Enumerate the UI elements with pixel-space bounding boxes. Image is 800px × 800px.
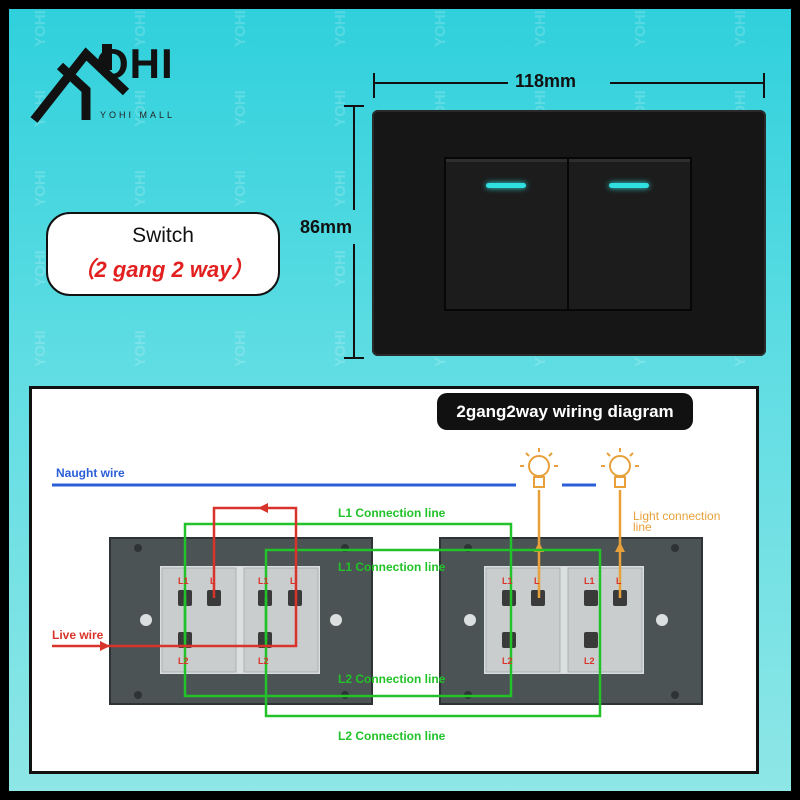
brand-name: OHI	[96, 40, 174, 87]
terminal-labels: L1 L L1 L L2 L2 L1 L L1 L L2 L2	[178, 576, 622, 666]
term-l1-c: L1	[502, 576, 513, 586]
live-wire-label: Live wire	[52, 628, 104, 642]
term-l2-b: L2	[258, 656, 269, 666]
height-dimension: 86mm	[300, 217, 353, 237]
term-l-a: L	[210, 576, 216, 586]
product-title: Switch	[132, 224, 194, 247]
connection-wires	[183, 522, 602, 718]
dimension-lines	[344, 73, 765, 359]
house-logo-icon	[30, 44, 130, 123]
term-l2-c: L2	[502, 656, 513, 666]
right-back-plate	[439, 537, 703, 705]
light-bulb-icon-2	[601, 448, 639, 488]
term-l2-d: L2	[584, 656, 595, 666]
term-l1-a: L1	[178, 576, 189, 586]
led-indicator-right	[609, 183, 649, 188]
switch-key-right	[567, 157, 692, 311]
l1-connection-label-mid: L1 Connection line	[338, 560, 446, 574]
l2-connection-label-bottom: L2 Connection line	[338, 729, 446, 743]
led-indicator-left	[486, 183, 526, 188]
width-dimension: 118mm	[515, 71, 577, 91]
term-l-b: L	[290, 576, 296, 586]
light-connection-label: Light connection	[633, 509, 721, 523]
switch-panel	[372, 110, 766, 356]
l1-connection-label-top: L1 Connection line	[338, 506, 446, 520]
l2-connection-label-mid: L2 Connection line	[338, 672, 446, 686]
brand-mall: YOHI MALL	[100, 110, 176, 120]
product-subtitle: （2 gang 2 way）	[72, 257, 254, 282]
left-back-plate	[109, 537, 373, 705]
term-l1-d: L1	[584, 576, 595, 586]
diagram-title: 2gang2way wiring diagram	[437, 393, 693, 430]
light-connection-label-line: line	[633, 520, 652, 534]
light-bulb-icon-1	[520, 448, 558, 488]
term-l-c: L	[534, 576, 540, 586]
neutral-wire-label: Naught wire	[56, 466, 125, 480]
term-l-d: L	[616, 576, 622, 586]
term-l1-b: L1	[258, 576, 269, 586]
live-wire	[52, 506, 298, 648]
product-badge: Switch （2 gang 2 way）	[46, 212, 280, 296]
live-arrows	[100, 503, 268, 651]
switch-key-left	[444, 157, 569, 311]
term-l2-a: L2	[178, 656, 189, 666]
